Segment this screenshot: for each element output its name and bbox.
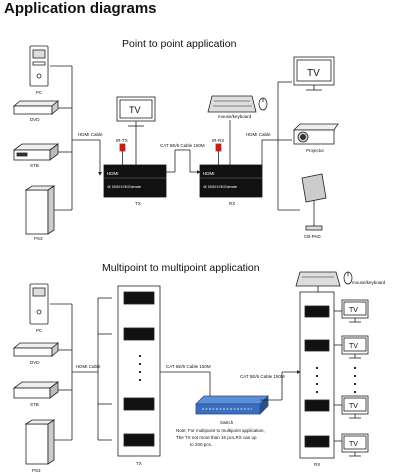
cbpad-icon	[301, 173, 327, 231]
mp-label-mouse-kb: mouse/keyboard	[352, 280, 386, 285]
mp-keyboard-icon	[295, 271, 341, 287]
label-stb: STB	[30, 163, 39, 168]
mp-note-3: to 200 pcs.	[190, 442, 212, 447]
mp-tv-1	[341, 299, 369, 323]
label-projector: Projector	[306, 148, 325, 153]
mp-label-tx: TX	[136, 461, 142, 466]
ellipsis-dots	[138, 354, 357, 394]
switch-icon	[195, 395, 269, 415]
tv-right-icon	[293, 56, 335, 91]
label-pc: PC	[36, 90, 43, 95]
pc-icon	[29, 45, 49, 87]
p2p-heading: Point to point application	[122, 38, 237, 50]
mp-tv-1-label: TV	[349, 307, 358, 314]
mp-label-ps3: PS3	[32, 468, 41, 473]
tx-hdmi-logo: HDMI	[107, 171, 119, 176]
mp-mouse-icon	[343, 271, 353, 285]
mp-tv-4-label: TV	[349, 441, 358, 448]
label-dvd: DVD	[30, 117, 40, 122]
p2p-section	[12, 45, 339, 235]
mp-note-1: Note: For multipoint to multipoint appli…	[176, 428, 265, 433]
mp-label-stb: STB	[30, 402, 39, 407]
keyboard-icon	[207, 95, 257, 113]
mp-label-cat-left: CAT 5E/6 Cable 150M	[166, 364, 211, 369]
tx-device	[103, 164, 167, 198]
mp-label-dvd: DVD	[30, 360, 40, 365]
rx-model: 4K 150M KVM Extender	[203, 185, 238, 189]
ir-rx-icon	[215, 143, 222, 165]
ir-tx-icon	[119, 143, 126, 165]
dvd-icon	[12, 100, 60, 115]
label-hdmi-out: HDMI Cable	[246, 132, 271, 137]
label-rx: RX	[229, 201, 235, 206]
label-hdmi-in: HDMI Cable	[78, 132, 103, 137]
mp-section	[12, 271, 369, 465]
projector-icon	[293, 123, 339, 145]
mp-tv-4	[341, 433, 369, 457]
rx-hdmi-logo: HDMI	[203, 171, 215, 176]
mp-tv-2-label: TV	[349, 343, 358, 350]
label-tv-right: TV	[307, 68, 320, 79]
label-tx: TX	[135, 201, 141, 206]
mp-label-hdmi: HDMI Cable	[76, 364, 101, 369]
mp-pc-icon	[29, 283, 49, 325]
mp-heading: Multipoint to multipoint application	[102, 262, 260, 274]
mp-tv-3	[341, 395, 369, 419]
mp-tx-rack	[117, 285, 161, 457]
tv-icon	[116, 96, 156, 127]
label-cbpad: CB-PAD	[304, 234, 321, 239]
label-mouse-kb: mouse/keyboard	[218, 114, 252, 119]
stb-icon	[12, 143, 60, 161]
tx-model: 4K 150M KVM Extender	[107, 185, 142, 189]
mp-tv-3-label: TV	[349, 403, 358, 410]
label-ps3: PS3	[34, 236, 43, 241]
mp-label-rx: RX	[314, 462, 320, 467]
p2p-labels: PC DVD STB PS3 HDMI Cable CAT 5E/6 Cable…	[30, 68, 325, 241]
page-title: Application diagrams	[4, 0, 157, 17]
mp-label-switch: Switch	[220, 420, 234, 425]
mp-label-pc: PC	[36, 328, 43, 333]
mp-tv-2	[341, 335, 369, 359]
label-irtx: IR-TX	[116, 138, 128, 143]
mp-ps3-icon	[24, 419, 56, 465]
rx-device	[199, 164, 263, 198]
mp-stb-icon	[12, 381, 60, 399]
label-tv-top: TV	[129, 105, 141, 115]
label-irrx: IR-RX	[212, 138, 224, 143]
ps3-icon	[24, 185, 56, 235]
mouse-icon	[258, 97, 268, 111]
label-cat: CAT 5E/6 Cable 150M	[160, 143, 205, 148]
mp-label-cat-right: CAT 5E/6 Cable 150M	[240, 374, 285, 379]
mp-note-2: The TX not more than 16 pcs,RX can up	[176, 435, 257, 440]
mp-labels: PC DVD STB PS3 HDMI Cable CAT 5E/6 Cable…	[30, 280, 386, 473]
mp-dvd-icon	[12, 342, 60, 357]
